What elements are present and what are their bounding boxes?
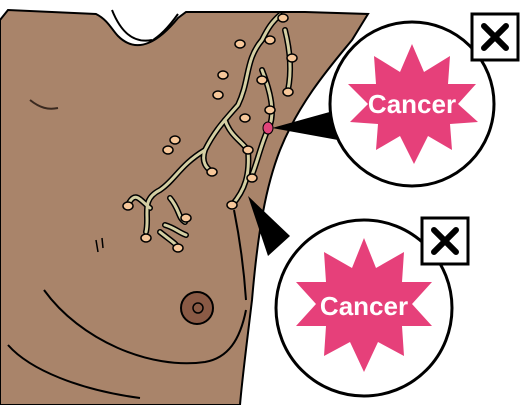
close-icon-lower: [422, 218, 468, 264]
lymph-node: [235, 40, 245, 48]
lymph-node: [213, 91, 223, 99]
lymph-node: [181, 214, 191, 222]
lymph-node: [265, 36, 275, 44]
close-icon-upper: [472, 14, 518, 60]
lymph-node: [163, 146, 173, 154]
lymph-node: [227, 201, 237, 209]
lymph-node: [265, 106, 275, 114]
lymph-node: [170, 136, 180, 144]
areola: [181, 292, 213, 324]
lymph-node: [123, 202, 133, 210]
callout-label-lower: Cancer: [320, 291, 408, 321]
lymph-node: [207, 168, 217, 176]
skin-mark: [102, 238, 103, 248]
lymph-node: [287, 54, 297, 62]
lymph-node: [278, 14, 288, 22]
tumor-spot: [263, 122, 273, 134]
lymph-node: [243, 146, 253, 154]
lymph-node: [247, 174, 257, 182]
lymph-node: [283, 88, 293, 96]
lymph-node: [141, 234, 151, 242]
lymph-node: [218, 71, 228, 79]
lymph-node: [257, 76, 267, 84]
lymph-node: [240, 114, 250, 122]
callout-label-upper: Cancer: [368, 89, 456, 119]
lymph-node: [173, 244, 183, 252]
